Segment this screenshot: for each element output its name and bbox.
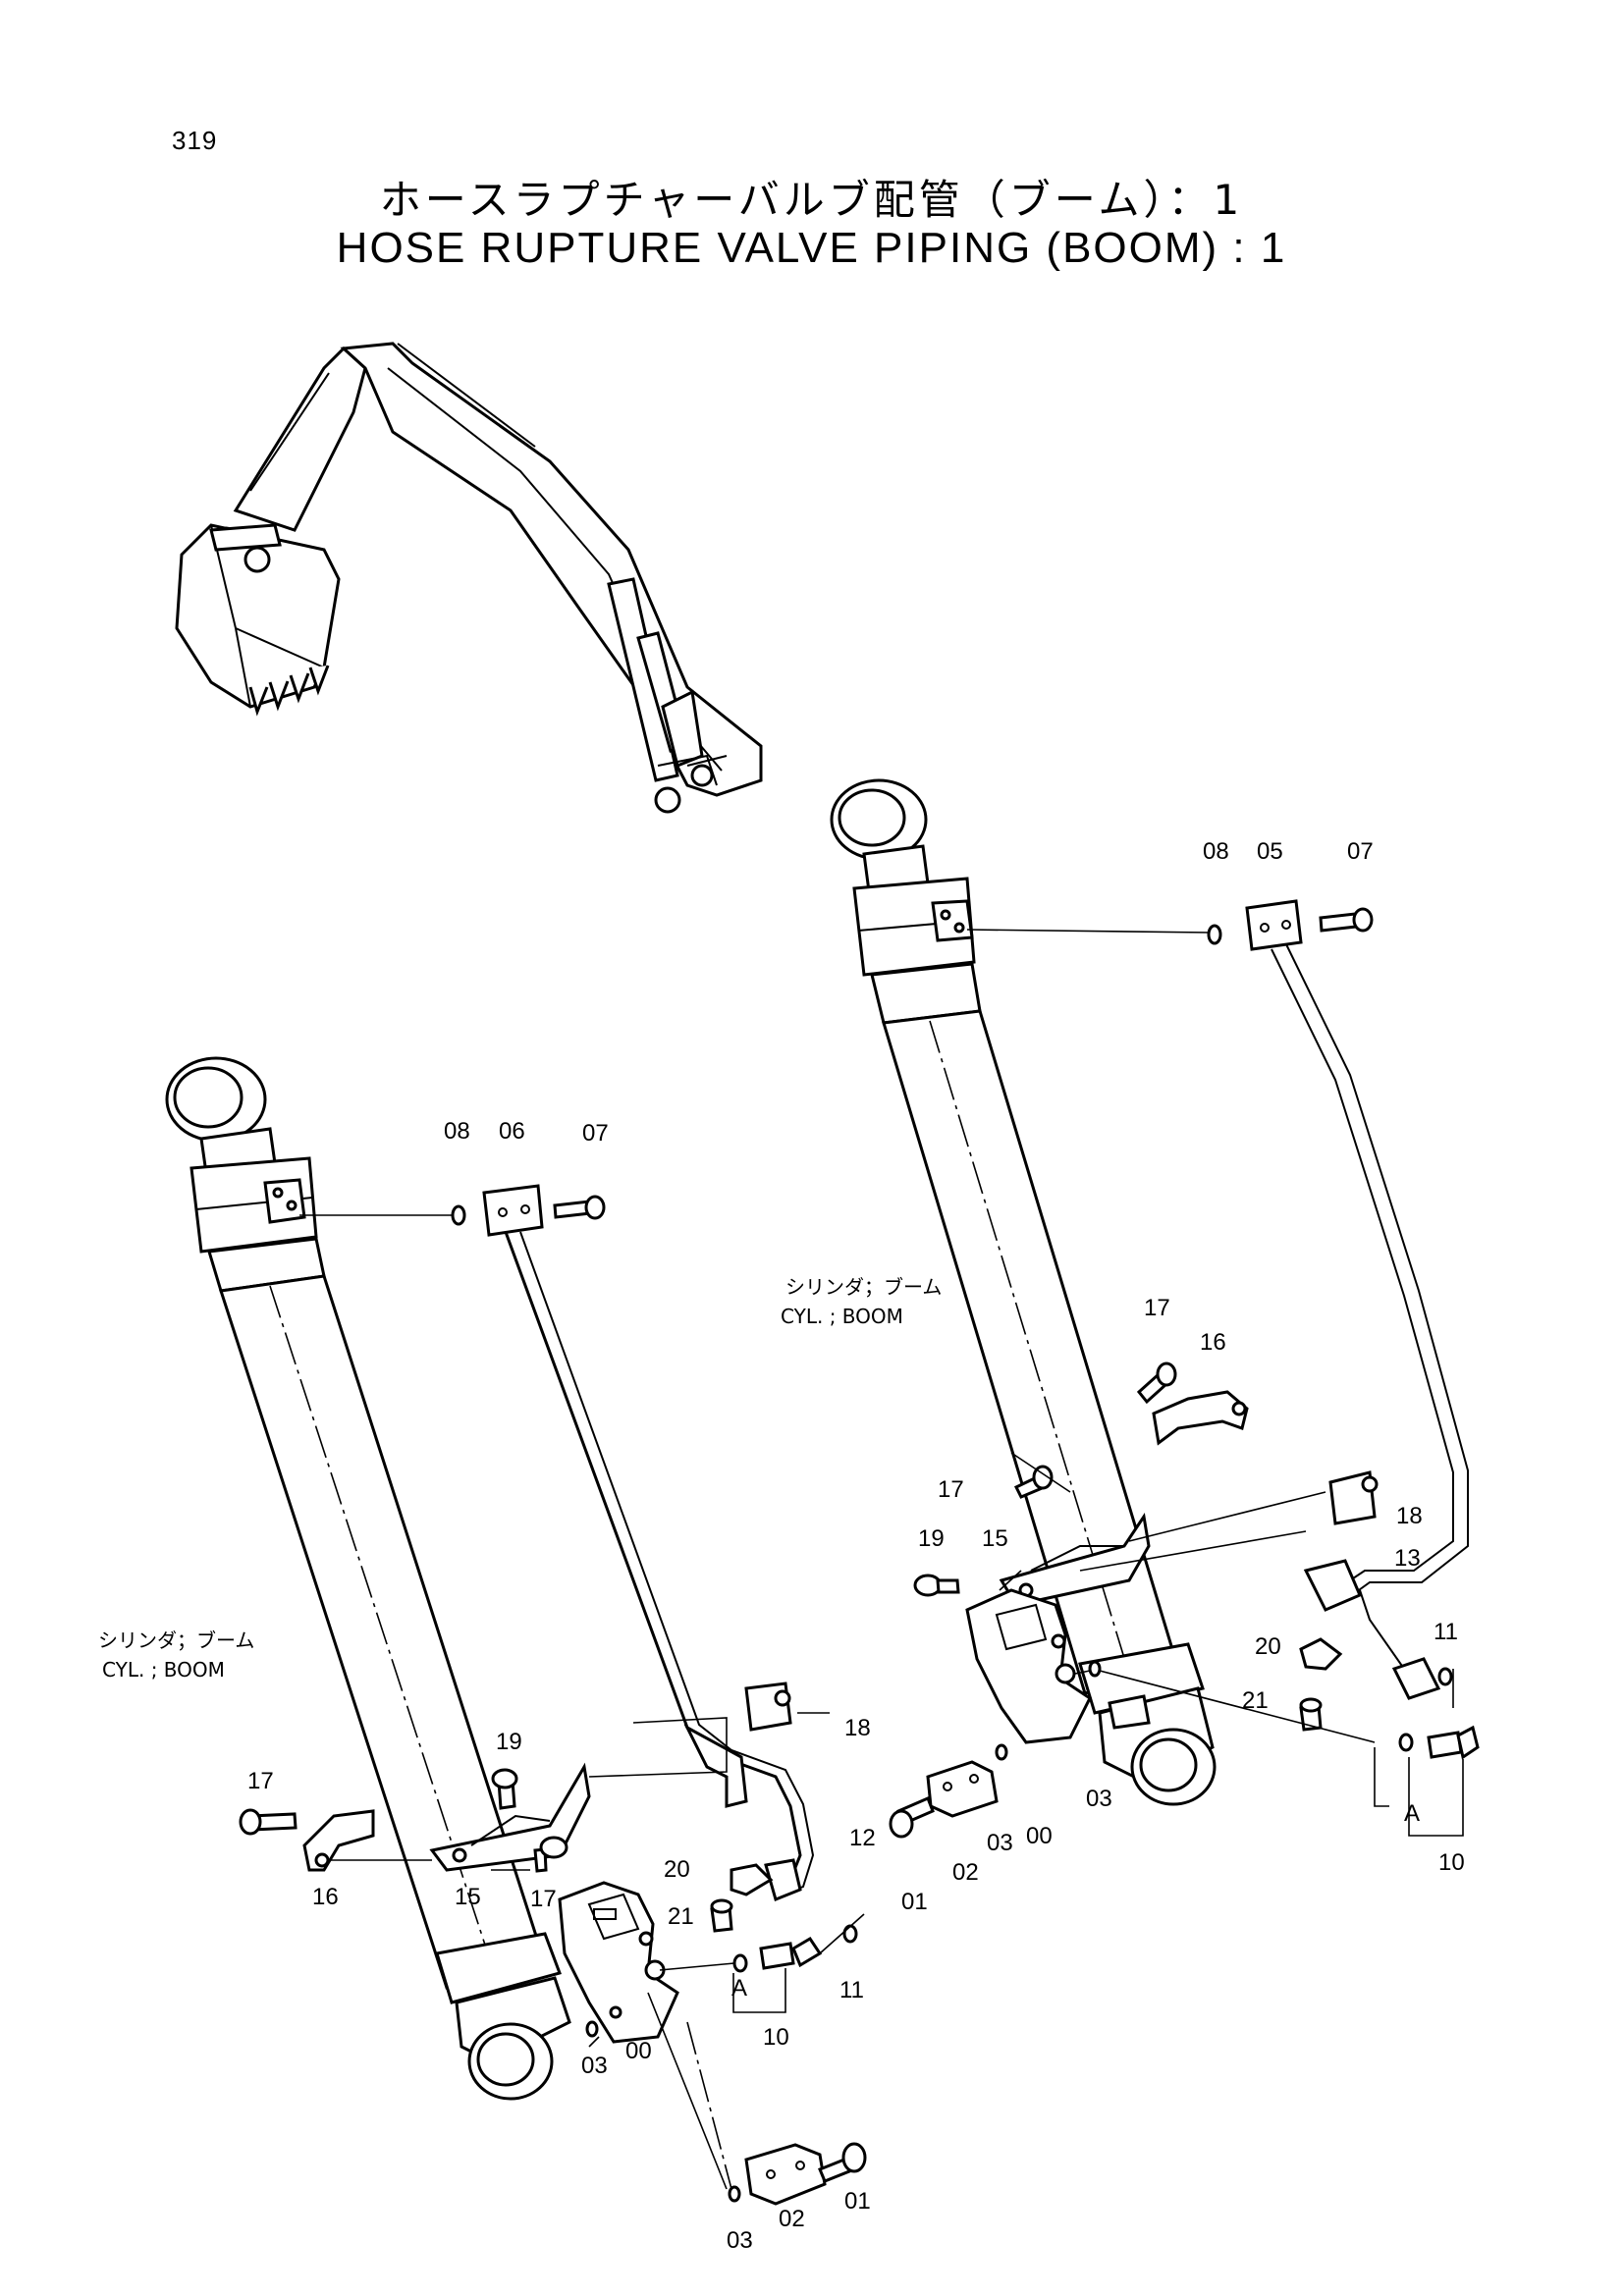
cylinder-label-en-right: CYL. ; BOOM	[781, 1305, 903, 1328]
left-piping	[239, 1184, 830, 1933]
label-10-right: 10	[1438, 1849, 1465, 1876]
label-00-left: 00	[625, 2038, 652, 2064]
label-11-right: 11	[1434, 1619, 1458, 1645]
label-20-right: 20	[1255, 1633, 1281, 1660]
label-13-right: 13	[1394, 1545, 1421, 1572]
label-18-right: 18	[1396, 1503, 1423, 1529]
label-03a-right: 03	[1086, 1786, 1112, 1812]
label-20-left: 20	[664, 1856, 690, 1883]
label-19-right: 19	[918, 1525, 945, 1552]
label-21-right: 21	[1242, 1687, 1269, 1714]
label-05-right: 05	[1257, 838, 1283, 865]
label-15-left: 15	[455, 1884, 481, 1910]
right-kit-10-bracket	[1408, 1757, 1464, 1837]
label-12-left: 12	[849, 1825, 876, 1851]
label-08-right: 08	[1203, 838, 1229, 865]
label-17a-right: 17	[1144, 1295, 1170, 1321]
right-boom-cylinder	[830, 778, 1217, 1806]
label-03b-left: 03	[727, 2227, 753, 2254]
excavator-overview-illustration	[175, 342, 763, 814]
label-10-left: 10	[763, 2024, 789, 2051]
left-hose-rupture-valve	[558, 1881, 867, 2206]
left-flange-06	[482, 1184, 544, 1237]
cylinder-label-ja-left: シリンダ；ブーム	[98, 1629, 254, 1652]
label-03b-right: 03	[987, 1830, 1013, 1856]
left-kit-10-bracket	[732, 1968, 786, 2013]
label-A-right: A	[1404, 1800, 1420, 1827]
label-02-left: 02	[779, 2206, 805, 2232]
right-hose-rupture-valve	[889, 1588, 1480, 1839]
label-15-right: 15	[982, 1525, 1008, 1552]
right-piping	[913, 899, 1469, 1732]
label-19-left: 19	[496, 1729, 522, 1755]
label-07-right: 07	[1347, 838, 1374, 865]
label-00-right: 00	[1026, 1823, 1053, 1849]
label-06-left: 06	[499, 1118, 525, 1145]
label-18-left: 18	[844, 1715, 871, 1741]
label-16-left: 16	[312, 1884, 339, 1910]
label-A-left: A	[731, 1975, 747, 2002]
label-01-right: 01	[901, 1889, 928, 1915]
label-11-left: 11	[839, 1977, 864, 2003]
label-21-left: 21	[668, 1903, 694, 1930]
page-title-english: HOSE RUPTURE VALVE PIPING (BOOM) : 1	[336, 224, 1287, 272]
cylinder-label-en-left: CYL. ; BOOM	[102, 1658, 225, 1682]
cylinder-label-ja-right: シリンダ；ブーム	[785, 1275, 942, 1299]
left-callouts: 08 06 07 シリンダ；ブーム CYL. ; BOOM 19 18 17 1…	[98, 1118, 876, 2254]
label-08-left: 08	[444, 1118, 470, 1145]
left-o-ring-08	[451, 1204, 466, 1226]
right-callouts: 08 05 07 シリンダ；ブーム CYL. ; BOOM 17 16 17 1…	[781, 838, 1465, 1915]
label-17b-right: 17	[938, 1476, 964, 1503]
label-17a-left: 17	[247, 1768, 274, 1794]
label-02-right: 02	[952, 1859, 979, 1886]
label-07-left: 07	[582, 1120, 609, 1147]
label-03a-left: 03	[581, 2053, 608, 2079]
left-boom-cylinder	[165, 1056, 571, 2101]
page-number: 319	[172, 126, 218, 155]
label-01-left: 01	[844, 2188, 871, 2215]
page-title-japanese: ホースラプチャーバルブ配管（ブーム）：1	[379, 176, 1244, 224]
label-17b-left: 17	[530, 1886, 557, 1912]
label-16-right: 16	[1200, 1329, 1226, 1356]
